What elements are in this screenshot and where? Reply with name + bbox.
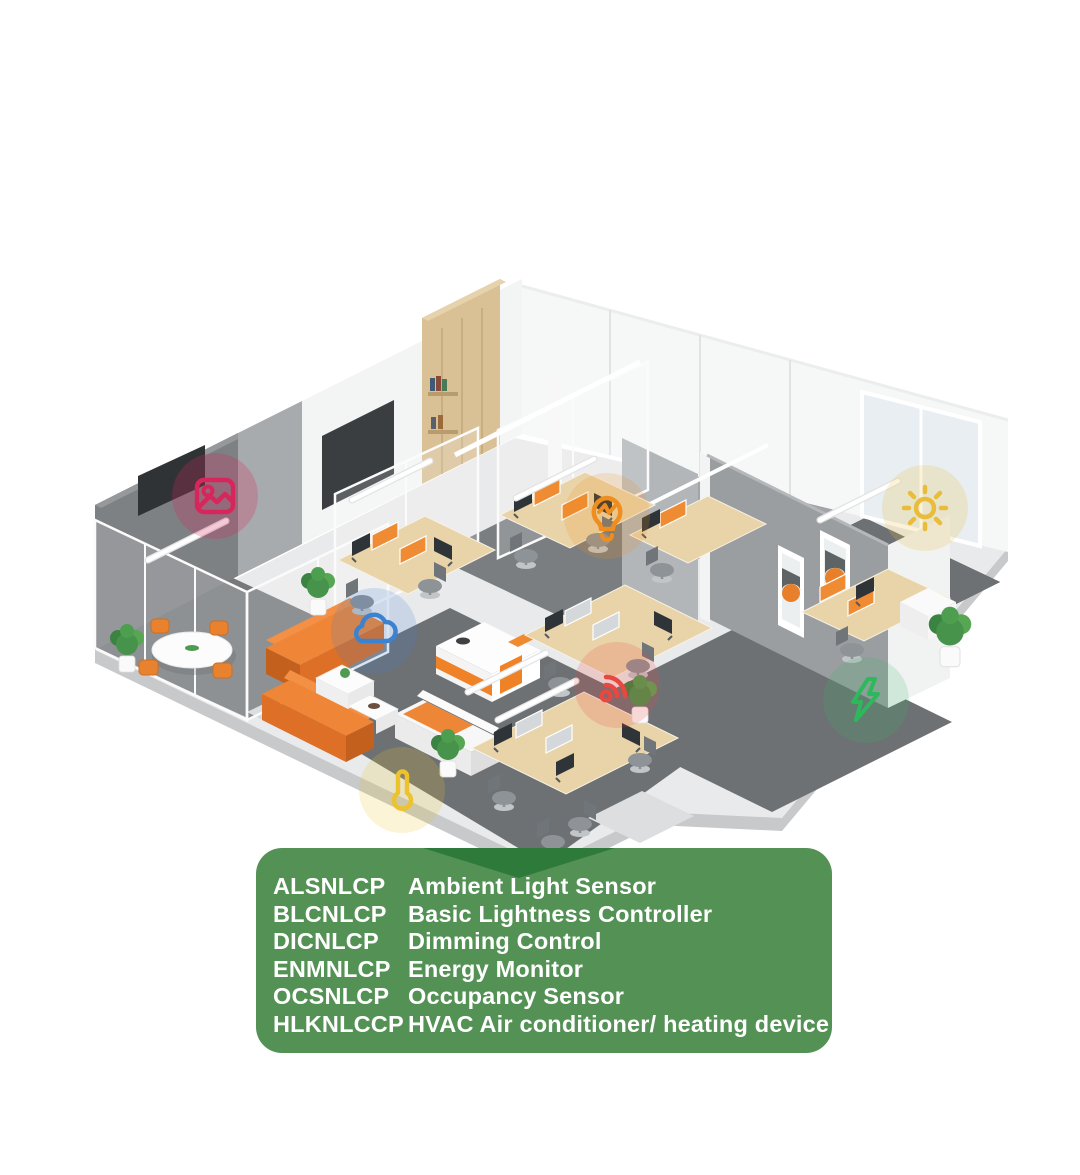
legend-row: BLCNLCP Basic Lightness Controller — [273, 901, 822, 929]
device-description: Energy Monitor — [408, 955, 584, 982]
energy-monitor-badge — [823, 657, 909, 743]
legend-rows: ALSNLCP Ambient Light Sensor BLCNLCP Bas… — [256, 848, 832, 1039]
meeting-room — [109, 445, 236, 679]
desk-cluster — [523, 584, 714, 699]
lightning-bolt-icon — [851, 677, 880, 722]
device-description: Ambient Light Sensor — [408, 873, 657, 899]
device-code: DICNLCP — [273, 928, 379, 955]
device-code: BLCNLCP — [273, 900, 387, 927]
wood-partition-wall — [422, 279, 506, 484]
device-code: ALSNLCP — [273, 873, 386, 899]
desk-clusters — [336, 471, 956, 857]
daylight-sensor-badge — [882, 465, 968, 551]
meeting-chair — [138, 618, 233, 679]
cloud-icon — [354, 612, 398, 644]
sun-icon — [901, 484, 949, 532]
desk-cluster — [336, 515, 497, 617]
picture-icon — [194, 477, 236, 515]
device-description: Dimming Control — [408, 928, 602, 955]
device-code: OCSNLCP — [273, 983, 390, 1010]
framed-picture — [778, 545, 804, 638]
lighting-control-badge — [564, 473, 650, 559]
legend-row: DICNLCP Dimming Control — [273, 928, 822, 956]
legend-pointer-triangle — [423, 848, 615, 878]
device-description: Basic Lightness Controller — [408, 900, 713, 927]
wireless-signal-icon — [599, 674, 628, 703]
desk-cluster — [628, 495, 768, 585]
desk-cluster — [470, 691, 680, 857]
device-code: ENMNLCP — [273, 955, 391, 982]
legend-row: ALSNLCP Ambient Light Sensor — [273, 873, 822, 901]
ambient-light-sensor-badge — [172, 453, 258, 539]
legend-row: ENMNLCP Energy Monitor — [273, 956, 822, 984]
cloud-connectivity-badge — [331, 588, 417, 674]
coffee-table — [315, 664, 375, 709]
device-description: Occupancy Sensor — [408, 983, 625, 1010]
legend-row: OCSNLCP Occupancy Sensor — [273, 983, 822, 1011]
legend-row: HLKNLCCP HVAC Air conditioner/ heating d… — [273, 1010, 829, 1039]
temperature-sensor-badge — [359, 747, 445, 833]
device-description: HVAC Air conditioner/ heating device — [408, 1010, 830, 1037]
desk-cluster — [498, 471, 657, 571]
legend-panel: ALSNLCP Ambient Light Sensor BLCNLCP Bas… — [256, 848, 832, 1053]
coffee-table — [347, 694, 399, 734]
thermometer-icon — [391, 769, 414, 811]
wireless-signal-badge — [574, 642, 660, 728]
device-code: HLKNLCCP — [273, 1010, 404, 1037]
lightbulb-icon — [591, 495, 623, 542]
